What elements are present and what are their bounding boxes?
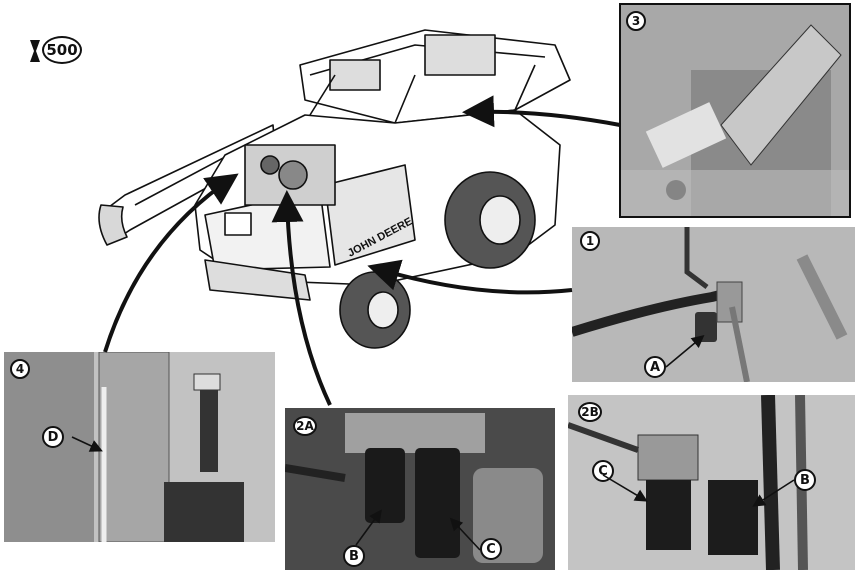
callout-b: B [794,469,816,491]
panel-2a-detail: 2A B C [285,408,555,570]
panel-1-tag: 1 [580,231,600,251]
panel-2b-tag: 2B [578,402,602,422]
service-interval-value: 500 [42,36,82,64]
hourglass-icon [30,40,40,62]
panel-2a-photo [285,408,555,570]
panel-1-detail: 1 A [572,227,855,382]
callout-c: C [480,538,502,560]
panel-2a-tag: 2A [293,416,317,436]
callout-d: D [42,426,64,448]
panel-3-tag: 3 [626,11,646,31]
combine-harvester-illustration: JOHN DEERE [98,29,571,349]
panel-2b-photo [568,395,855,570]
panel-2b-detail: 2B C B [568,395,855,570]
panel-3-detail: 3 [619,3,851,218]
panel-3-photo [621,5,849,216]
service-interval-badge: 500 [30,36,84,66]
panel-1-photo [572,227,855,382]
callout-c: C [592,460,614,482]
panel-4-photo [4,352,275,542]
callout-a: A [644,356,666,378]
panel-4-tag: 4 [10,359,30,379]
callout-b: B [343,545,365,567]
panel-4-detail: 4 D [4,352,275,542]
